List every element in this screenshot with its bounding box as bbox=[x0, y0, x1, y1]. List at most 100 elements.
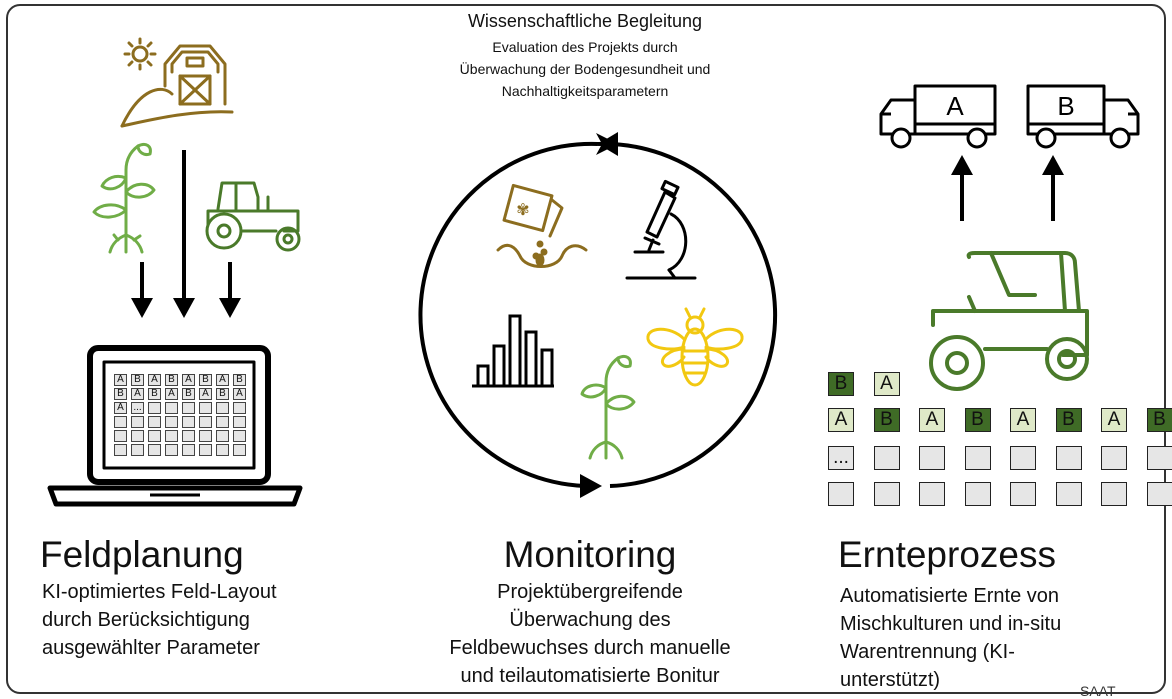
harvested-cell: A bbox=[874, 372, 900, 396]
harvest-grid-cell bbox=[1056, 446, 1082, 470]
harvest-grid-cell: A bbox=[828, 408, 854, 432]
middle-line-4: und teilautomatisierte Bonitur bbox=[400, 662, 780, 690]
laptop-grid-cell bbox=[233, 430, 246, 442]
laptop-grid-cell bbox=[165, 444, 178, 456]
laptop-grid-cell bbox=[131, 444, 144, 456]
harvest-grid-cell: B bbox=[1147, 408, 1172, 432]
harvest-grid-cell: B bbox=[874, 408, 900, 432]
bee-icon bbox=[640, 305, 750, 395]
top-line-1: Evaluation des Projekts durch bbox=[400, 36, 770, 58]
laptop-grid-cell bbox=[131, 430, 144, 442]
laptop-grid-cell: A bbox=[182, 374, 195, 386]
harvest-grid-cell: B bbox=[965, 408, 991, 432]
harvest-grid-cell bbox=[874, 446, 900, 470]
laptop-grid-cell bbox=[114, 416, 127, 428]
laptop-grid-cell bbox=[199, 402, 212, 414]
laptop-grid-cell bbox=[199, 430, 212, 442]
laptop-grid-cell: A bbox=[114, 374, 127, 386]
laptop-grid-cell: A bbox=[216, 374, 229, 386]
right-line-3: Warentrennung (KI- bbox=[840, 638, 1015, 666]
laptop-grid-cell: B bbox=[216, 388, 229, 400]
bar-chart-icon bbox=[468, 310, 558, 390]
microscope-icon bbox=[615, 180, 705, 290]
truck-a-icon: A bbox=[875, 80, 1000, 150]
seed-packet-icon: ✾ bbox=[490, 180, 590, 280]
left-line-2: durch Berücksichtigung bbox=[42, 606, 250, 634]
laptop-grid-cell bbox=[233, 416, 246, 428]
laptop-grid-cell bbox=[182, 402, 195, 414]
laptop-grid-cell bbox=[199, 444, 212, 456]
top-line-3: Nachhaltigkeitsparametern bbox=[400, 80, 770, 102]
laptop-grid-cell bbox=[182, 416, 195, 428]
harvest-grid-cell: A bbox=[1010, 408, 1036, 432]
laptop-grid-cell: B bbox=[199, 374, 212, 386]
harvest-grid-cell bbox=[1010, 482, 1036, 506]
up-arrows bbox=[940, 155, 1070, 225]
truck-b-label: B bbox=[1057, 91, 1074, 121]
right-heading: Ernteprozess bbox=[838, 535, 1056, 575]
down-arrows bbox=[120, 150, 250, 325]
harvest-grid-cell bbox=[1147, 482, 1172, 506]
harvest-grid-cell bbox=[919, 482, 945, 506]
laptop-grid-cell bbox=[216, 402, 229, 414]
harvest-grid-cell: A bbox=[919, 408, 945, 432]
laptop-grid-cell bbox=[233, 444, 246, 456]
laptop-grid-cell: A bbox=[199, 388, 212, 400]
harvest-grid-cell bbox=[828, 482, 854, 506]
harvest-grid-cell bbox=[1147, 446, 1172, 470]
laptop-grid-cell: B bbox=[148, 388, 161, 400]
laptop-grid-cell bbox=[148, 416, 161, 428]
laptop-grid-cell bbox=[148, 402, 161, 414]
truck-b-icon: B bbox=[1022, 80, 1147, 150]
laptop-grid-cell bbox=[216, 416, 229, 428]
harvest-grid-cell bbox=[919, 446, 945, 470]
laptop-grid-cell: B bbox=[165, 374, 178, 386]
laptop-grid-cell: B bbox=[233, 374, 246, 386]
harvest-grid-cell bbox=[1010, 446, 1036, 470]
right-line-1: Automatisierte Ernte von bbox=[840, 582, 1059, 610]
harvest-grid-cell bbox=[965, 446, 991, 470]
laptop-grid-cell bbox=[148, 444, 161, 456]
farm-barn-icon bbox=[110, 28, 240, 138]
top-title: Wissenschaftliche Begleitung bbox=[400, 10, 770, 32]
left-heading: Feldplanung bbox=[40, 535, 244, 575]
harvest-tractor-icon bbox=[915, 245, 1105, 395]
laptop-grid-cell: A bbox=[114, 402, 127, 414]
seed-flower-glyph: ✾ bbox=[516, 200, 529, 219]
laptop-grid-cell bbox=[165, 416, 178, 428]
laptop-grid-cell: A bbox=[148, 374, 161, 386]
harvest-grid-cell bbox=[1056, 482, 1082, 506]
laptop-grid-cell: B bbox=[182, 388, 195, 400]
harvested-cell: B bbox=[828, 372, 854, 396]
harvest-grid-cell bbox=[1101, 482, 1127, 506]
harvest-grid-cell bbox=[874, 482, 900, 506]
laptop-grid-cell bbox=[148, 430, 161, 442]
laptop-grid-cell: A bbox=[233, 388, 246, 400]
left-line-3: ausgewählter Parameter bbox=[42, 634, 260, 662]
laptop-grid-cell bbox=[216, 444, 229, 456]
laptop-grid-cell bbox=[114, 444, 127, 456]
truck-a-label: A bbox=[946, 91, 964, 121]
laptop-grid-cell bbox=[131, 416, 144, 428]
harvest-grid-cell: ... bbox=[828, 446, 854, 470]
middle-heading: Monitoring bbox=[420, 535, 760, 575]
harvest-grid-cell bbox=[965, 482, 991, 506]
laptop-grid-cell bbox=[216, 430, 229, 442]
laptop-grid-cell bbox=[114, 430, 127, 442]
harvest-grid-cell: A bbox=[1101, 408, 1127, 432]
right-line-2: Mischkulturen und in-situ bbox=[840, 610, 1061, 638]
laptop-grid-cell: B bbox=[131, 374, 144, 386]
harvest-grid-cell: B bbox=[1056, 408, 1082, 432]
laptop-grid-cell bbox=[233, 402, 246, 414]
laptop-grid-cell bbox=[199, 416, 212, 428]
middle-line-2: Überwachung des bbox=[400, 606, 780, 634]
right-line-4: unterstützt) bbox=[840, 666, 940, 694]
laptop-grid-cell bbox=[165, 430, 178, 442]
left-line-1: KI-optimiertes Feld-Layout bbox=[42, 578, 277, 606]
middle-line-3: Feldbewuchses durch manuelle bbox=[400, 634, 780, 662]
laptop-grid-cell bbox=[182, 444, 195, 456]
laptop-grid-cell: ... bbox=[131, 402, 144, 414]
laptop-grid-cell bbox=[182, 430, 195, 442]
monitoring-plant-icon bbox=[570, 350, 650, 460]
